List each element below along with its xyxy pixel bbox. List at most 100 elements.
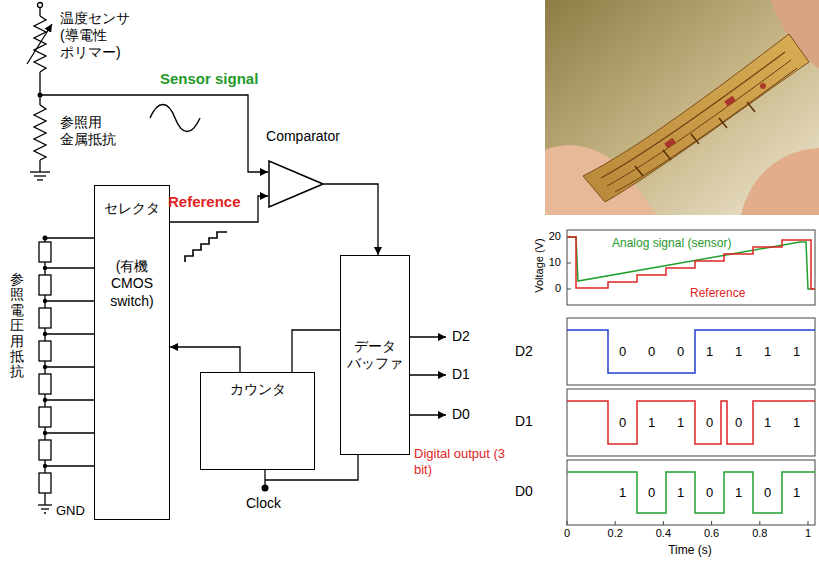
film-trace (601, 52, 785, 178)
output-arrow (410, 414, 446, 415)
trace-name: D0 (515, 483, 533, 500)
tap-wire (45, 333, 98, 334)
bit-value: 0 (644, 485, 660, 501)
output-arrow (410, 374, 446, 375)
tap-wire (45, 300, 98, 301)
resistor-symbol (39, 374, 51, 394)
counter-box: カウンタ (200, 372, 315, 470)
bit-value: 1 (673, 415, 689, 431)
bit-value: 1 (789, 485, 805, 501)
tick-label: 0 (541, 282, 561, 295)
film-pad (664, 138, 676, 149)
signal-wire (324, 184, 378, 255)
bit-value: 0 (702, 485, 718, 501)
bit-value: 1 (644, 415, 660, 431)
flexible-film (583, 34, 809, 202)
bit-value: 0 (731, 415, 747, 431)
ground-symbol (41, 508, 49, 509)
junction-dot (43, 266, 47, 270)
bit-value: 1 (702, 344, 718, 360)
bit-value: 1 (789, 415, 805, 431)
resistor-symbol (39, 341, 51, 361)
film-pad (724, 96, 736, 107)
ground-symbol (34, 175, 46, 176)
bit-value: 1 (615, 485, 631, 501)
axis-title: Voltage (V) (533, 226, 546, 306)
resistor-symbol (39, 275, 51, 295)
ground-symbol (38, 504, 52, 505)
tap-wire (45, 267, 98, 268)
series-label: Analog signal (sensor) (612, 236, 731, 250)
variable-arrow (27, 24, 52, 64)
bit-value: 0 (615, 415, 631, 431)
tick-label: 20 (541, 230, 561, 243)
tap-wire (45, 399, 98, 400)
pin-name: D2 (452, 328, 470, 345)
axis-title: Time (s) (650, 543, 730, 557)
node-text: Comparator (262, 128, 344, 146)
node-text: (有機 CMOS switch) (95, 258, 169, 311)
junction-dot (43, 365, 47, 369)
ground-label: GND (56, 503, 85, 519)
tick-label: 0.4 (648, 527, 678, 540)
series-label: Reference (690, 286, 745, 300)
signal-name: Reference (168, 193, 241, 211)
bit-value: 0 (615, 344, 631, 360)
bit-value: 0 (673, 344, 689, 360)
clock-terminal (262, 485, 269, 492)
device-photo (545, 0, 819, 215)
junction-dot (43, 332, 47, 336)
output-note: Digital output (3 bit) (414, 446, 510, 477)
wire (39, 8, 40, 16)
sensor-wire (40, 95, 268, 172)
d2-trace (567, 330, 815, 373)
tap-wire (45, 432, 98, 433)
comparator-symbol (268, 160, 324, 208)
bit-value: 1 (731, 344, 747, 360)
vertical-label: 参照電圧用抵抗 (10, 272, 24, 380)
terminal (38, 3, 43, 8)
tick-label: 0.2 (600, 527, 630, 540)
resistor-symbol (39, 407, 51, 427)
junction-dot (43, 464, 47, 468)
bit-value: 1 (760, 344, 776, 360)
photo-ground (545, 0, 819, 215)
staircase-wave (185, 232, 227, 262)
sensor-label: 温度センサ (導電性 ポリマー) (60, 10, 140, 60)
resistor-symbol (39, 440, 51, 460)
chart-panel (567, 230, 815, 305)
film-trace (607, 60, 791, 186)
tap-wire (45, 366, 98, 367)
wire (39, 72, 40, 105)
finger (741, 148, 819, 215)
junction-dot (43, 299, 47, 303)
pin-name: D1 (452, 366, 470, 383)
d1-trace (567, 401, 815, 444)
chart-panel (567, 318, 815, 385)
selector-box: セレクタ(有機 CMOS switch) (94, 185, 170, 520)
axis-tick (567, 237, 571, 289)
node-text: カウンタ (230, 381, 286, 399)
output-arrow (410, 336, 446, 337)
trace-name: D2 (515, 343, 533, 360)
tap-wire (45, 465, 98, 466)
tick-label: 0.8 (745, 527, 775, 540)
analog-trace (567, 237, 815, 289)
bit-value: 0 (760, 485, 776, 501)
signal-wire (292, 330, 340, 372)
resistor-label: 参照用 金属抵抗 (60, 114, 140, 148)
wire (39, 160, 40, 172)
chart-panel (567, 389, 815, 456)
pin-name: D0 (452, 406, 470, 423)
junction-dot (38, 93, 43, 98)
junction-dot (43, 236, 48, 241)
comparator: Comparator (262, 128, 344, 210)
axis-tick (567, 521, 808, 525)
junction-dot (43, 398, 47, 402)
ground-symbol (37, 179, 43, 180)
clock-label: Clock (246, 495, 281, 512)
tick-label: 0 (552, 527, 582, 540)
d0-trace (567, 472, 815, 513)
bit-value: 1 (673, 485, 689, 501)
